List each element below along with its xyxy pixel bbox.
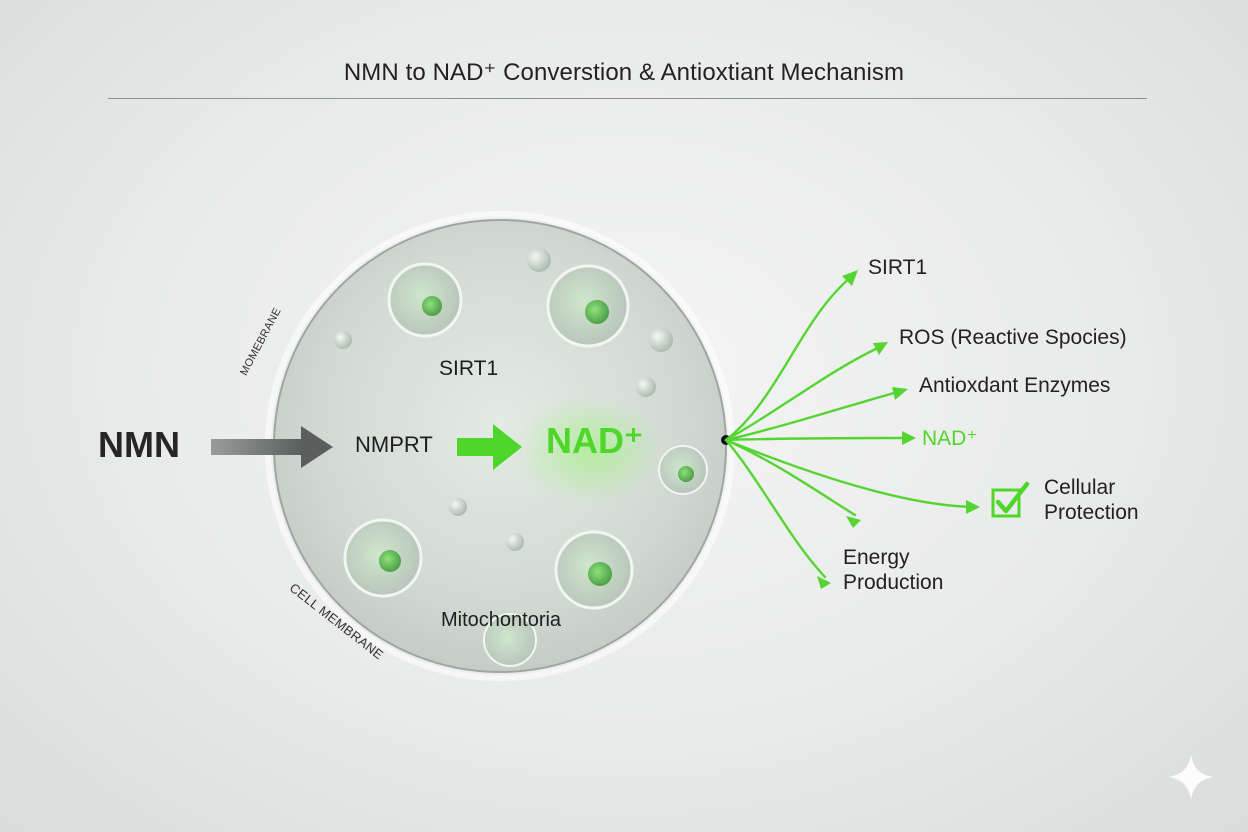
check-box-icon: [991, 481, 1030, 518]
title-divider: [108, 98, 1147, 99]
nmn-entry-arrow: [211, 426, 333, 468]
vesicle: [334, 331, 352, 349]
organelle: [546, 264, 630, 348]
arrow-to-cellular-protection: [724, 438, 974, 509]
organelle: [658, 445, 708, 495]
arrowhead: [966, 500, 980, 514]
arrowhead: [817, 576, 831, 589]
arrowhead: [873, 342, 888, 355]
arrowhead: [892, 387, 908, 400]
conversion-arrow: [457, 424, 522, 470]
sparkle-icon: [1168, 754, 1214, 800]
output-sirt1-label: SIRT1: [868, 256, 928, 279]
nmprt-label: NMPRT: [355, 432, 433, 457]
nmn-label: NMN: [98, 424, 180, 465]
arrow-to-nad: [724, 436, 910, 442]
output-cellular-protection-label: Cellular Protection: [1044, 475, 1139, 525]
arrow-to-sirt1: [724, 275, 853, 442]
arrowhead: [902, 431, 916, 445]
output-antioxidant-label: Antioxdant Enzymes: [919, 374, 1111, 397]
nad-product-label: NAD⁺: [546, 420, 643, 461]
diagram-title: NMN to NAD⁺ Converstion & Antioxtiant Me…: [343, 59, 905, 86]
vesicle: [506, 533, 524, 551]
output-nad-label: NAD⁺: [922, 427, 978, 450]
nad-glow: [515, 395, 665, 505]
vesicle: [636, 377, 656, 397]
organelle: [554, 530, 634, 610]
output-ros-label: ROS (Reactive Spocies): [899, 326, 1127, 349]
sirt1-inner-label: SIRT1: [439, 357, 499, 380]
protection-line: Protection: [1044, 501, 1139, 524]
organelle: [387, 262, 463, 338]
organelle: [483, 613, 537, 667]
output-energy-production-label: Energy Production: [843, 545, 943, 595]
arrow-to-ros: [724, 344, 884, 442]
vesicle: [449, 498, 467, 516]
arrow-to-short-branch: [724, 438, 857, 517]
arrowhead: [846, 516, 861, 528]
vesicle: [527, 248, 551, 272]
production-line: Production: [843, 571, 944, 594]
energy-line: Energy: [843, 546, 910, 569]
arrowhead: [842, 270, 858, 286]
mitochondria-label: Mitochontoria: [441, 609, 562, 631]
arrow-to-energy-production: [724, 438, 827, 579]
cellular-line: Cellular: [1044, 476, 1116, 499]
vesicle: [649, 328, 673, 352]
arrow-to-antioxidant: [724, 389, 903, 442]
organelle: [343, 518, 423, 598]
